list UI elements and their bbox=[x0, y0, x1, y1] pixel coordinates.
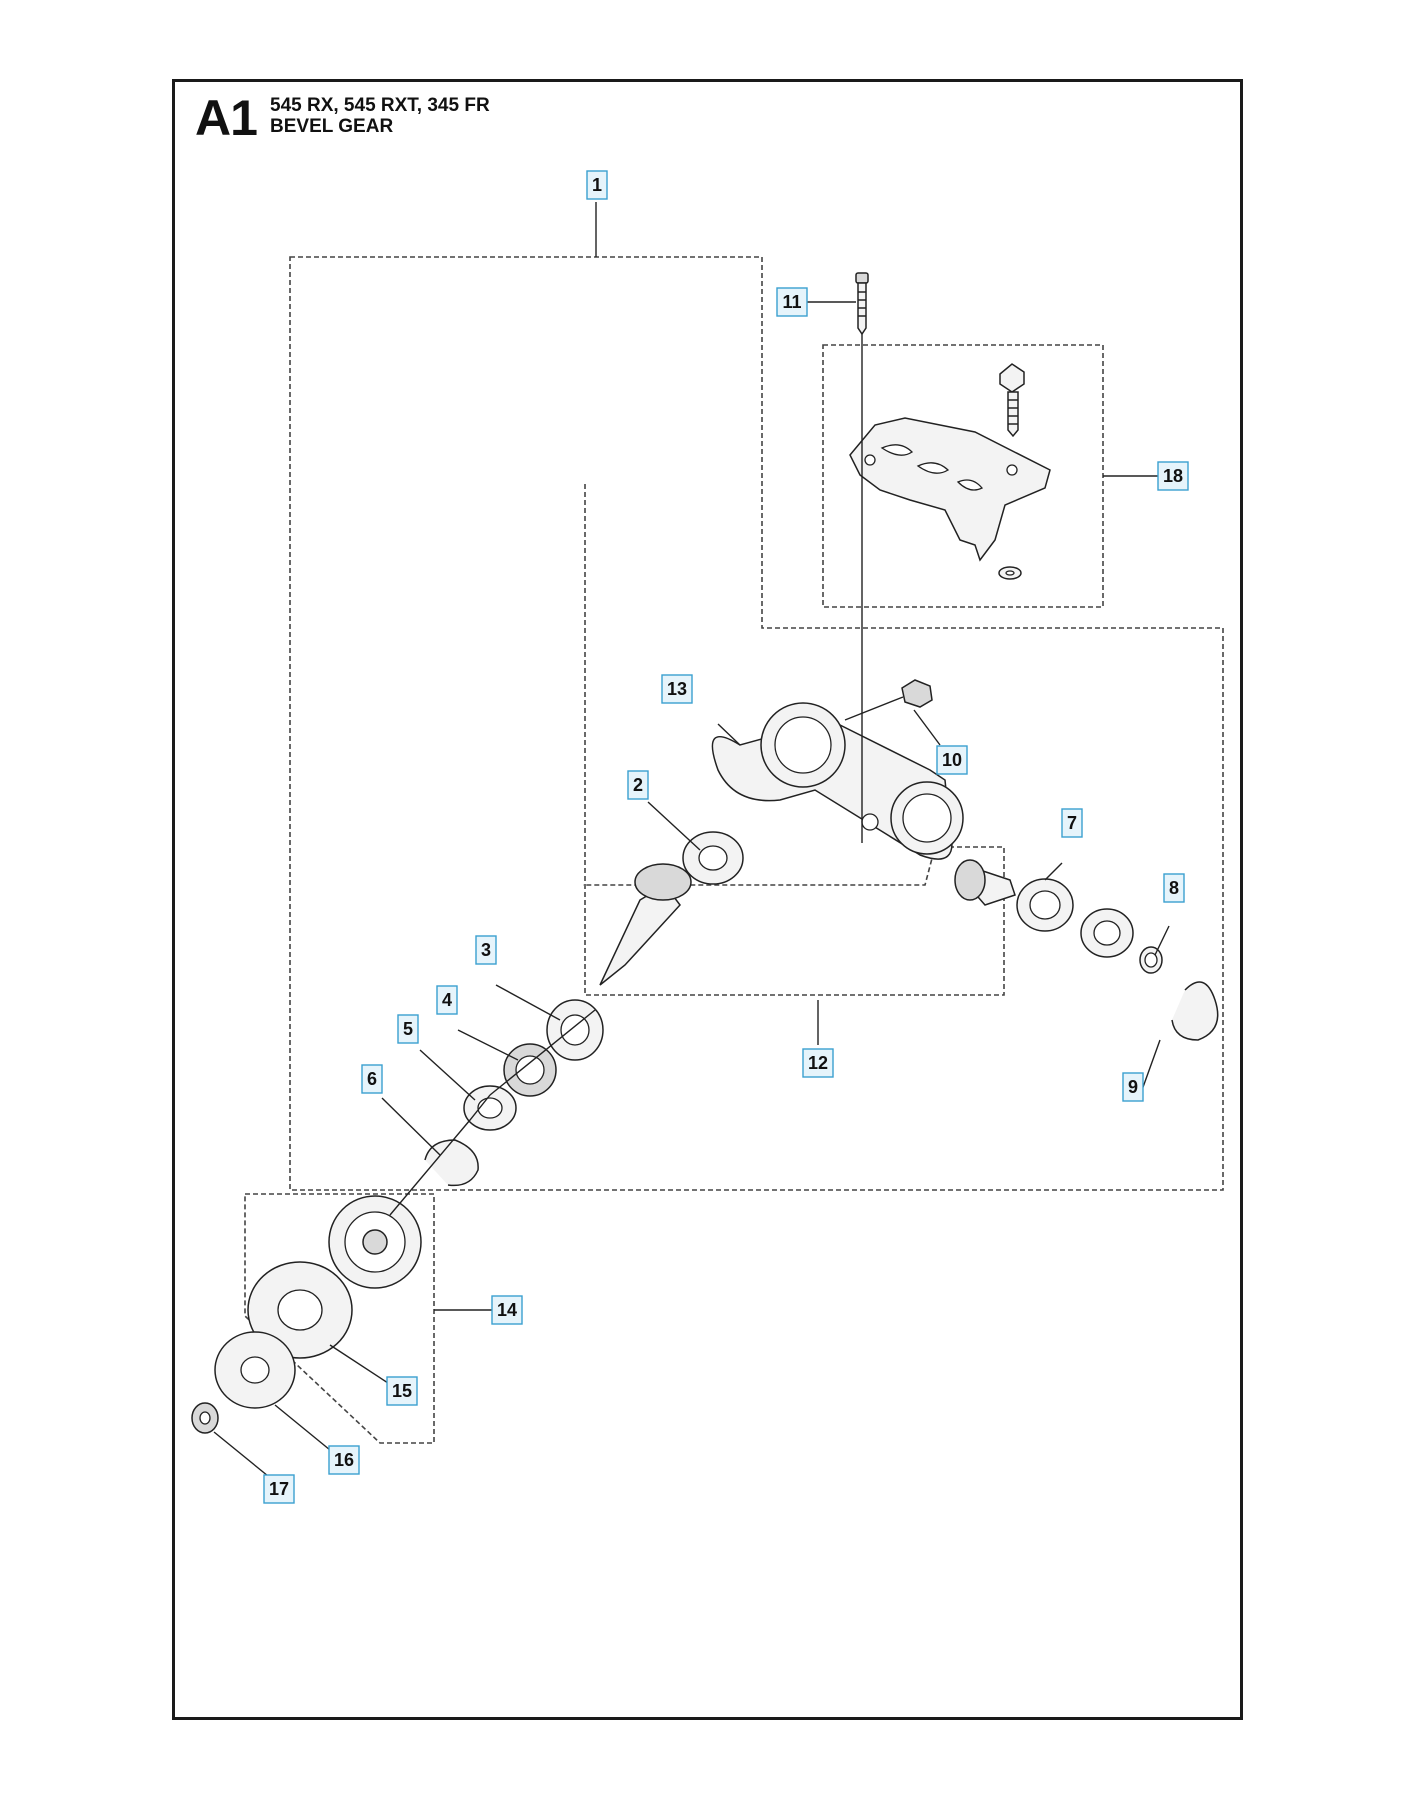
callout-15-label: 15 bbox=[392, 1381, 412, 1401]
callout-12: 12 bbox=[802, 1048, 834, 1078]
callout-17-label: 17 bbox=[269, 1479, 289, 1499]
assembly-1-boundary bbox=[289, 256, 1224, 1191]
gear-housing-part-13 bbox=[711, 679, 964, 860]
callout-labels: 1 2 3 4 5 6 7 8 9 10 11 12 13 14 15 16 1… bbox=[263, 170, 1189, 1504]
support-cup-part-15 bbox=[247, 1261, 353, 1359]
callout-8-label: 8 bbox=[1169, 878, 1179, 898]
callout-12-label: 12 bbox=[808, 1053, 828, 1073]
seal-part-4 bbox=[503, 1043, 557, 1097]
callout-4-label: 4 bbox=[442, 990, 452, 1010]
circlip-part-9 bbox=[1171, 981, 1219, 1041]
flange-part-16 bbox=[214, 1331, 296, 1409]
callout-8: 8 bbox=[1163, 873, 1185, 903]
callout-17: 17 bbox=[263, 1474, 295, 1504]
callout-10: 10 bbox=[936, 745, 968, 775]
callout-13: 13 bbox=[661, 674, 693, 704]
callout-16: 16 bbox=[328, 1445, 360, 1475]
parts bbox=[191, 272, 1219, 1434]
callout-7: 7 bbox=[1061, 808, 1083, 838]
diagram-title: BEVEL GEAR bbox=[270, 116, 394, 137]
callout-9: 9 bbox=[1122, 1072, 1144, 1102]
callout-6: 6 bbox=[361, 1064, 383, 1094]
assembly-12-boundary bbox=[583, 484, 1005, 996]
callout-18: 18 bbox=[1157, 461, 1189, 491]
bearing-race-7b bbox=[1080, 908, 1134, 958]
bearing-part-2 bbox=[682, 831, 744, 885]
section-code: A1 bbox=[195, 90, 258, 146]
callout-3: 3 bbox=[475, 935, 497, 965]
callout-6-label: 6 bbox=[367, 1069, 377, 1089]
callout-2: 2 bbox=[627, 770, 649, 800]
screw-part-11 bbox=[855, 272, 869, 336]
callout-14: 14 bbox=[491, 1295, 523, 1325]
gear-shaft-part-12 bbox=[599, 859, 1016, 986]
bearing-part-7 bbox=[1016, 878, 1074, 932]
callout-14-label: 14 bbox=[497, 1300, 517, 1320]
callout-5-label: 5 bbox=[403, 1019, 413, 1039]
callout-15: 15 bbox=[386, 1376, 418, 1406]
callout-13-label: 13 bbox=[667, 679, 687, 699]
model-list: 545 RX, 545 RXT, 345 FR bbox=[270, 95, 490, 116]
callout-3-label: 3 bbox=[481, 940, 491, 960]
circlip-part-6 bbox=[424, 1139, 479, 1187]
callout-4: 4 bbox=[436, 985, 458, 1015]
drawing-frame bbox=[172, 79, 1243, 1720]
callout-10-label: 10 bbox=[942, 750, 962, 770]
callout-1-label: 1 bbox=[592, 175, 602, 195]
callout-2-label: 2 bbox=[633, 775, 643, 795]
bearing-part-3 bbox=[546, 999, 604, 1061]
leader-lines bbox=[213, 202, 1170, 1477]
callout-9-label: 9 bbox=[1128, 1077, 1138, 1097]
washer-part-5 bbox=[463, 1085, 517, 1131]
callout-5: 5 bbox=[397, 1014, 419, 1044]
nut-part-17 bbox=[191, 1402, 219, 1434]
drive-disc-part-14 bbox=[328, 1195, 422, 1289]
guard-plate-part-18 bbox=[849, 363, 1051, 580]
assembly-14-boundary bbox=[244, 1193, 435, 1444]
callout-11: 11 bbox=[776, 287, 808, 317]
callout-11-label: 11 bbox=[782, 292, 801, 312]
callout-1: 1 bbox=[586, 170, 608, 200]
callout-16-label: 16 bbox=[334, 1450, 354, 1470]
washer-part-8 bbox=[1139, 946, 1163, 974]
callout-7-label: 7 bbox=[1067, 813, 1077, 833]
callout-18-label: 18 bbox=[1163, 466, 1183, 486]
